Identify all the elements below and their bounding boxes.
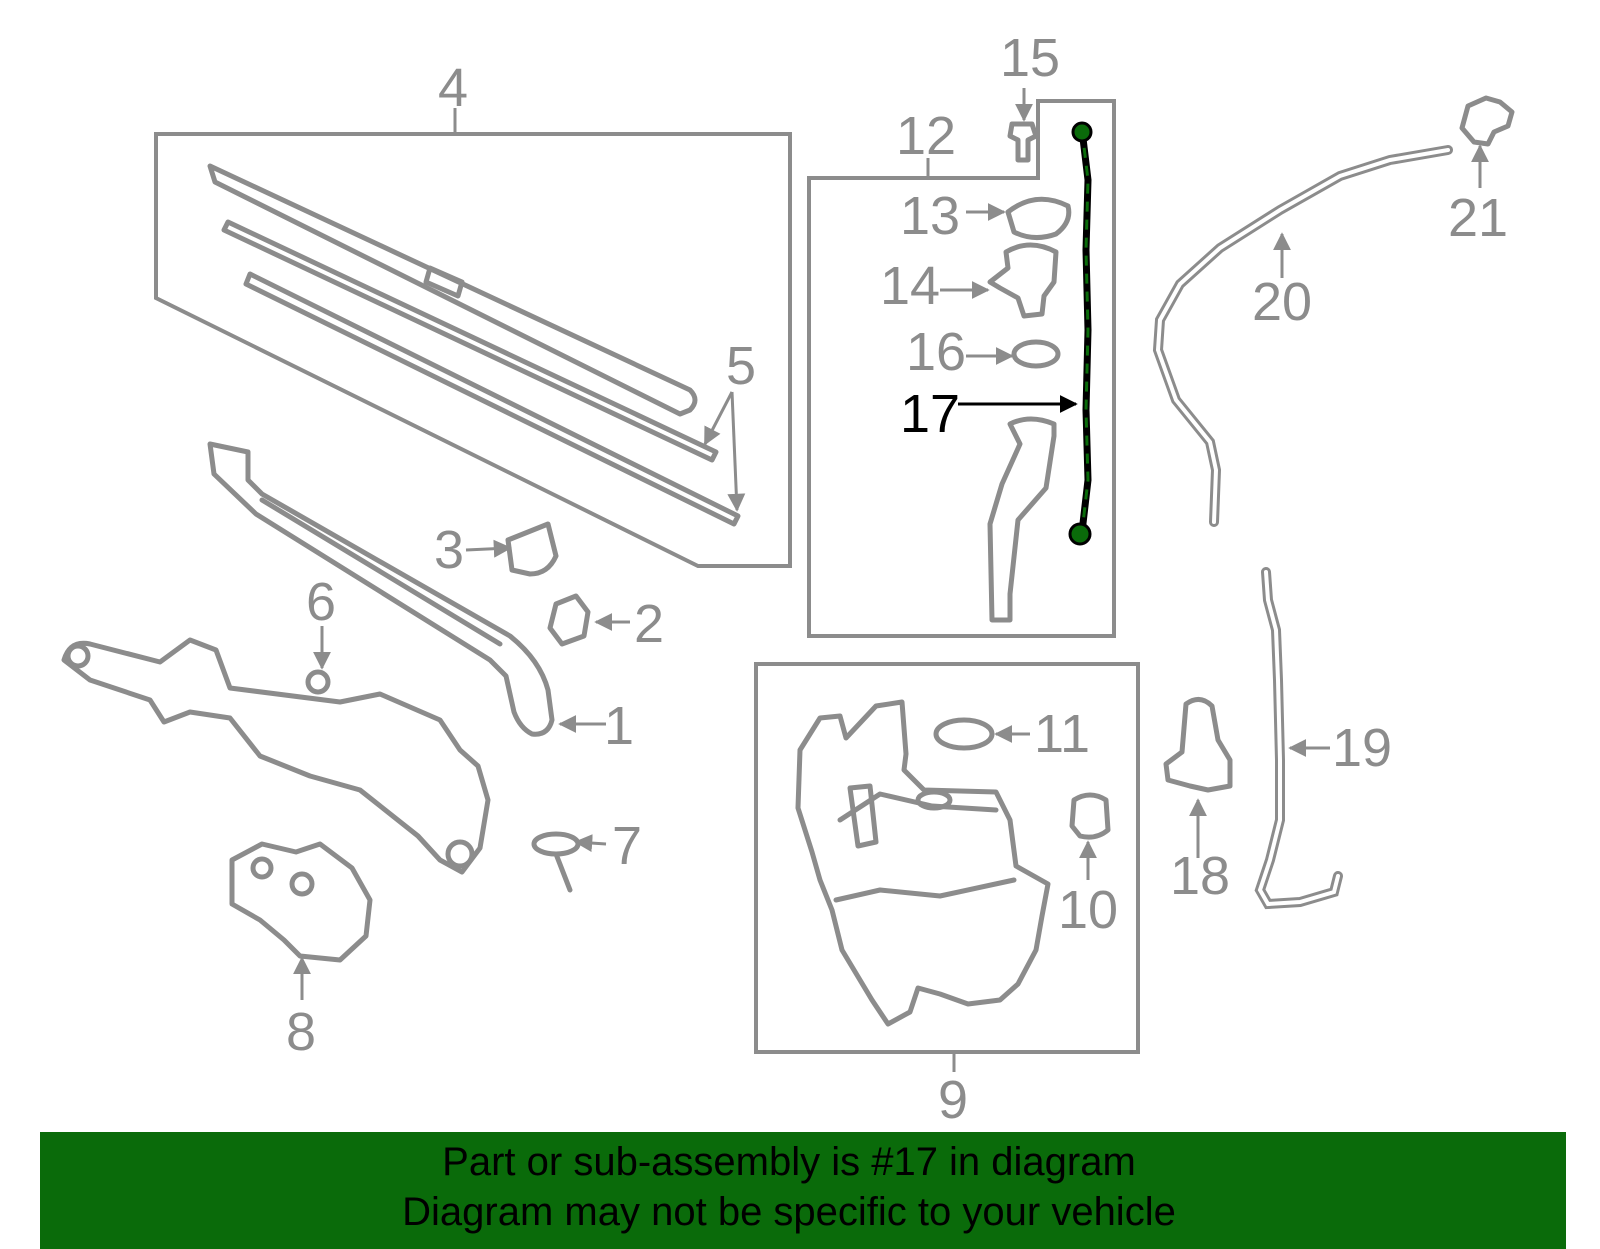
callout-16: 16 — [906, 322, 966, 382]
banner-line-1: Part or sub-assembly is #17 in diagram — [442, 1140, 1136, 1184]
banner-line-2: Diagram may not be specific to your vehi… — [402, 1190, 1176, 1234]
wiper-linkage-part — [61, 637, 491, 875]
connector-part-21 — [1459, 95, 1515, 147]
pump-part-18 — [1163, 697, 1233, 793]
callout-10: 10 — [1058, 880, 1118, 940]
info-banner: Part or sub-assembly is #17 in diagram D… — [40, 1132, 1566, 1249]
callout-6: 6 — [306, 572, 336, 632]
callout-19: 19 — [1332, 718, 1392, 778]
callout-8: 8 — [286, 1002, 316, 1062]
callout-13: 13 — [900, 186, 960, 246]
grommet-part-10 — [1069, 792, 1111, 840]
callout-5: 5 — [726, 336, 756, 396]
group-box-9 — [754, 662, 1140, 1054]
callout-12: 12 — [896, 106, 956, 166]
clip-part-15 — [1007, 121, 1039, 163]
callout-2: 2 — [634, 594, 664, 654]
bolt-part-7 — [531, 831, 581, 893]
callout-1: 1 — [604, 696, 634, 756]
nut-part-2 — [547, 593, 591, 647]
callout-9: 9 — [938, 1070, 968, 1130]
seal-part-16 — [1011, 339, 1061, 369]
highlighted-part-17 — [1068, 121, 1093, 546]
gasket-part-11 — [933, 717, 995, 751]
callout-14: 14 — [880, 256, 940, 316]
group-box-4 — [154, 132, 792, 568]
washer-reservoir-part — [795, 699, 1051, 1027]
wiper-blade-part — [207, 163, 741, 527]
group-box-12 — [807, 99, 1116, 638]
cap-part-13 — [1005, 196, 1072, 240]
bushing-part-3 — [505, 521, 559, 577]
filler-neck-tube — [987, 416, 1057, 623]
callout-15: 15 — [1000, 28, 1060, 88]
callout-7: 7 — [612, 816, 642, 876]
wiper-arm-part — [207, 441, 555, 737]
filler-part-14 — [987, 242, 1059, 319]
wiper-motor-part — [229, 841, 373, 963]
callout-3: 3 — [434, 520, 464, 580]
callout-21: 21 — [1448, 188, 1508, 248]
callout-11: 11 — [1034, 704, 1090, 764]
callout-20: 20 — [1252, 272, 1312, 332]
callout-17: 17 — [900, 384, 960, 444]
callout-4: 4 — [438, 58, 468, 118]
hose-part-20 — [1152, 145, 1453, 527]
callout-18: 18 — [1170, 846, 1230, 906]
